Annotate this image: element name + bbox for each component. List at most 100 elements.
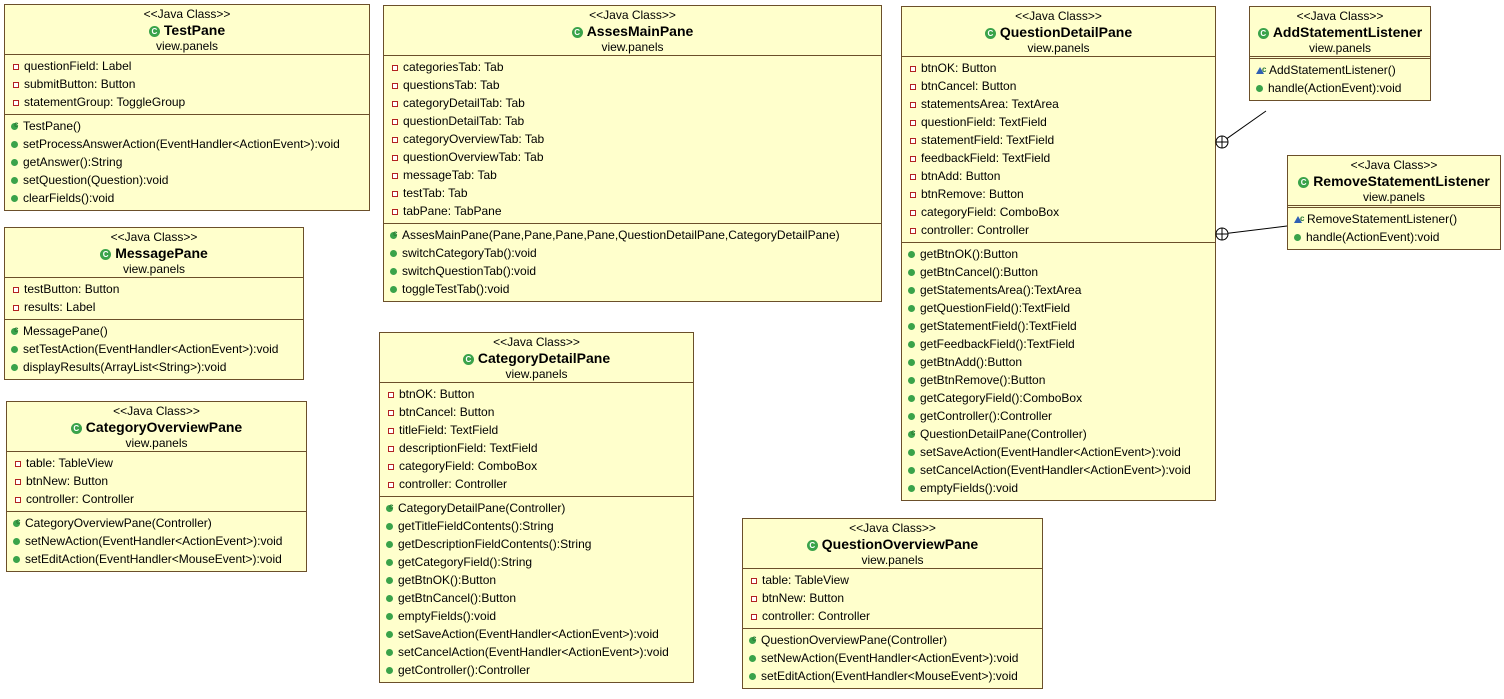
class-box-question-detail-pane: <<Java Class>>QuestionDetailPaneview.pan… (901, 6, 1216, 501)
private-field-icon (910, 83, 916, 90)
method-row: setNewAction(EventHandler<ActionEvent>):… (7, 532, 306, 550)
field-text: table: TableView (762, 573, 849, 587)
private-field-icon (388, 463, 394, 470)
private-field-icon (392, 136, 398, 143)
method-row: setEditAction(EventHandler<MouseEvent>):… (743, 667, 1042, 685)
package-label: view.panels (1027, 41, 1090, 55)
package-constructor-icon (1294, 210, 1304, 228)
private-field-icon (910, 101, 916, 108)
method-row: setCancelAction(EventHandler<ActionEvent… (902, 461, 1215, 479)
method-row: MessagePane() (5, 321, 303, 340)
method-row: setQuestion(Question):void (5, 171, 369, 189)
private-field-icon (392, 190, 398, 197)
public-method-icon (386, 523, 393, 531)
field-text: tabPane: TabPane (403, 204, 502, 218)
stereotype-label: <<Java Class>> (110, 230, 198, 244)
method-row: setEditAction(EventHandler<MouseEvent>):… (7, 550, 306, 568)
method-row: switchCategoryTab():void (384, 244, 881, 262)
private-field-icon (751, 613, 757, 620)
method-text: setCancelAction(EventHandler<ActionEvent… (920, 463, 1191, 477)
private-field-icon (388, 481, 394, 488)
class-name-text: CategoryOverviewPane (85, 419, 243, 435)
method-text: setEditAction(EventHandler<MouseEvent>):… (761, 669, 1018, 683)
method-text: handle(ActionEvent):void (1306, 230, 1440, 244)
method-text: getCategoryField():ComboBox (920, 391, 1083, 405)
class-name: MessagePane (5, 244, 303, 262)
method-text: getQuestionField():TextField (920, 301, 1071, 315)
private-field-icon (13, 286, 19, 293)
field-row: btnNew: Button (743, 589, 1042, 607)
public-method-icon (908, 467, 915, 475)
package-label: view.panels (1308, 41, 1372, 55)
method-text: displayResults(ArrayList<String>):void (23, 360, 227, 374)
field-row: categoryDetailTab: Tab (384, 94, 881, 112)
method-text: getStatementsArea():TextArea (920, 283, 1082, 297)
constructor-icon (11, 116, 18, 134)
class-name-text: AddStatementListener (1272, 24, 1423, 40)
field-row: btnAdd: Button (902, 167, 1215, 185)
private-field-icon (392, 100, 398, 107)
stereotype-label: <<Java Class>> (589, 8, 676, 22)
private-field-icon (13, 304, 19, 311)
methods-section: RemoveStatementListener()handle(ActionEv… (1288, 205, 1500, 249)
method-row: getDescriptionFieldContents():String (380, 535, 693, 553)
method-row: setNewAction(EventHandler<ActionEvent>):… (743, 649, 1042, 667)
method-text: getBtnRemove():Button (920, 373, 1046, 387)
field-text: questionField: Label (24, 59, 132, 73)
field-text: results: Label (24, 300, 96, 314)
method-row: setProcessAnswerAction(EventHandler<Acti… (5, 135, 369, 153)
class-box-message-pane: <<Java Class>>MessagePaneview.panelstest… (4, 227, 304, 380)
private-field-icon (15, 478, 21, 485)
class-icon (1257, 27, 1269, 39)
field-text: feedbackField: TextField (921, 151, 1051, 165)
field-text: messageTab: Tab (403, 168, 497, 182)
method-row: handle(ActionEvent):void (1250, 79, 1430, 97)
private-field-icon (392, 64, 398, 71)
field-text: categoryOverviewTab: Tab (403, 132, 545, 146)
class-box-add-statement-listener: <<Java Class>>AddStatementListenerview.p… (1249, 6, 1431, 101)
method-row: getQuestionField():TextField (902, 299, 1215, 317)
private-field-icon (388, 391, 394, 398)
field-text: submitButton: Button (24, 77, 136, 91)
method-row: clearFields():void (5, 189, 369, 207)
class-icon (462, 353, 474, 365)
public-method-icon (749, 655, 756, 663)
public-method-icon (11, 177, 18, 185)
methods-section: CategoryOverviewPane(Controller) setNewAc… (7, 511, 306, 571)
field-row: questionField: Label (5, 57, 369, 75)
constructor-icon (908, 424, 915, 442)
field-row: submitButton: Button (5, 75, 369, 93)
method-row: setTestAction(EventHandler<ActionEvent>)… (5, 340, 303, 358)
field-row: btnNew: Button (7, 472, 306, 490)
method-text: clearFields():void (23, 191, 115, 205)
method-text: AddStatementListener() (1269, 63, 1396, 77)
private-field-icon (910, 65, 916, 72)
method-text: getBtnCancel():Button (398, 591, 517, 605)
methods-section: TestPane()setProcessAnswerAction(EventHa… (5, 114, 369, 210)
method-row: setSaveAction(EventHandler<ActionEvent>)… (380, 625, 693, 643)
public-method-icon (908, 377, 915, 385)
field-row: categoriesTab: Tab (384, 58, 881, 76)
methods-section: MessagePane()setTestAction(EventHandler<… (5, 319, 303, 379)
method-row: CategoryOverviewPane(Controller) (7, 513, 306, 532)
method-row: displayResults(ArrayList<String>):void (5, 358, 303, 376)
method-text: QuestionOverviewPane(Controller) (761, 633, 948, 647)
package-label: view.panels (861, 553, 924, 567)
field-row: questionsTab: Tab (384, 76, 881, 94)
private-field-icon (388, 409, 394, 416)
field-row: questionOverviewTab: Tab (384, 148, 881, 166)
public-method-icon (11, 346, 18, 354)
constructor-icon (749, 630, 756, 648)
method-text: setNewAction(EventHandler<ActionEvent>):… (25, 534, 283, 548)
field-row: statementsArea: TextArea (902, 95, 1215, 113)
method-row: getBtnRemove():Button (902, 371, 1215, 389)
class-box-asses-main-pane: <<Java Class>>AssesMainPaneview.panelsca… (383, 5, 882, 302)
class-name: AssesMainPane (384, 22, 881, 40)
public-method-icon (908, 449, 915, 457)
method-row: getStatementsArea():TextArea (902, 281, 1215, 299)
public-method-icon (13, 556, 20, 564)
